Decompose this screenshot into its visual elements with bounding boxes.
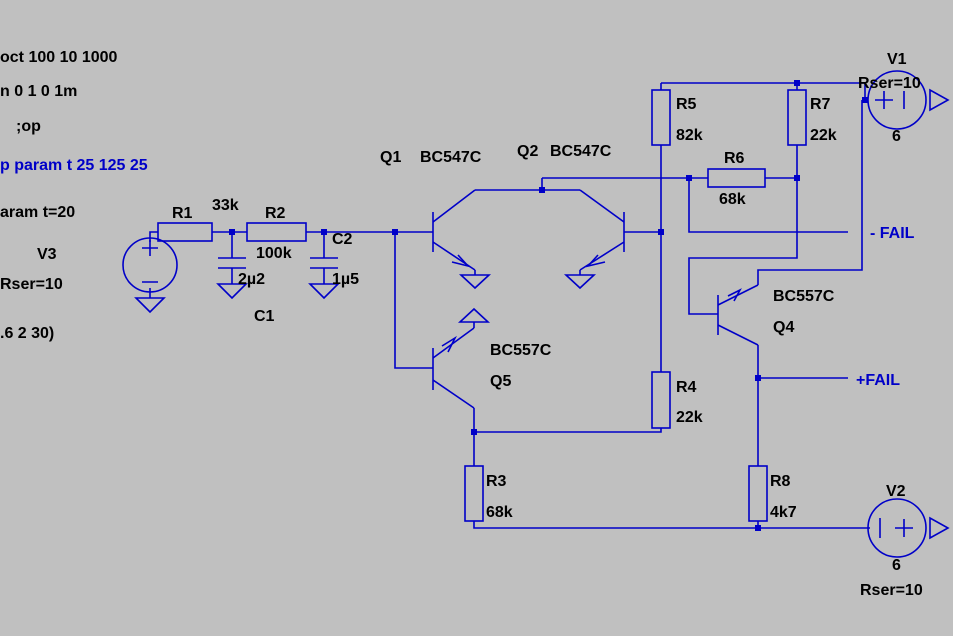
directive-text[interactable]: aram t=20 [0,204,75,221]
label-c2-value: 1µ5 [332,271,359,288]
label-r5-value: 82k [676,127,703,144]
label-v3-name: V3 [37,246,57,263]
label-v2-rser: Rser=10 [860,582,923,599]
label-r7-name: R7 [810,96,831,113]
label-v1-name: V1 [887,51,907,68]
capacitor-c1[interactable] [218,257,246,269]
label-v1-value: 6 [892,128,901,145]
label-v1-rser: Rser=10 [858,75,921,92]
label-v2-name: V2 [886,483,906,500]
label-r3-value: 68k [486,504,513,521]
directive-text[interactable]: ;op [16,118,41,135]
voltage-source-v1[interactable] [867,70,950,130]
resistor-r5[interactable] [651,89,671,146]
resistor-r7[interactable] [787,89,807,146]
transistor-q5[interactable] [432,327,475,409]
wires [149,82,870,529]
label-r1-value: 33k [212,197,239,214]
resistor-r4[interactable] [651,371,671,429]
voltage-source-v2[interactable] [867,498,950,558]
label-q2-name: Q2 [517,143,538,160]
label-c1-name: C1 [254,308,275,325]
label-r4-name: R4 [676,379,697,396]
directive-text[interactable]: oct 100 10 1000 [0,49,118,66]
ground-icon [134,270,597,328]
net-label-fail-minus[interactable]: - FAIL [870,225,915,242]
label-q1-name: Q1 [380,149,401,166]
label-r3-name: R3 [486,473,507,490]
label-r8-name: R8 [770,473,791,490]
label-r2-name: R2 [265,205,286,222]
label-q4-name: Q4 [773,319,794,336]
transistor-q2[interactable] [579,189,625,271]
label-r2-value: 100k [256,245,292,262]
label-q5-model: BC557C [490,342,552,359]
label-r1-name: R1 [172,205,193,222]
voltage-source-v3[interactable] [122,237,178,293]
directive-step[interactable]: p param t 25 125 25 [0,157,148,174]
label-r6-value: 68k [719,191,746,208]
label-r5-name: R5 [676,96,697,113]
label-q1-model: BC547C [420,149,482,166]
label-c1-value: 2µ2 [238,271,265,288]
label-q4-model: BC557C [773,288,835,305]
resistor-r3[interactable] [464,465,484,522]
directive-text[interactable]: n 0 1 0 1m [0,83,77,100]
label-q2-model: BC547C [550,143,612,160]
label-r7-value: 22k [810,127,837,144]
transistor-q4[interactable] [717,284,759,346]
transistor-q1[interactable] [432,189,476,271]
label-r6-name: R6 [724,150,745,167]
junctions [229,80,868,531]
net-label-fail-plus[interactable]: +FAIL [856,372,900,389]
resistor-r8[interactable] [748,465,768,522]
label-v3-rser: Rser=10 [0,276,63,293]
label-v2-value: 6 [892,557,901,574]
resistor-r6[interactable] [707,168,766,188]
resistor-r2[interactable] [246,222,307,242]
label-c2-name: C2 [332,231,353,248]
label-r8-value: 4k7 [770,504,797,521]
resistor-r1[interactable] [157,222,213,242]
label-r4-value: 22k [676,409,703,426]
label-q5-name: Q5 [490,373,511,390]
directive-text[interactable]: .6 2 30) [0,325,54,342]
capacitor-c2[interactable] [310,257,338,269]
